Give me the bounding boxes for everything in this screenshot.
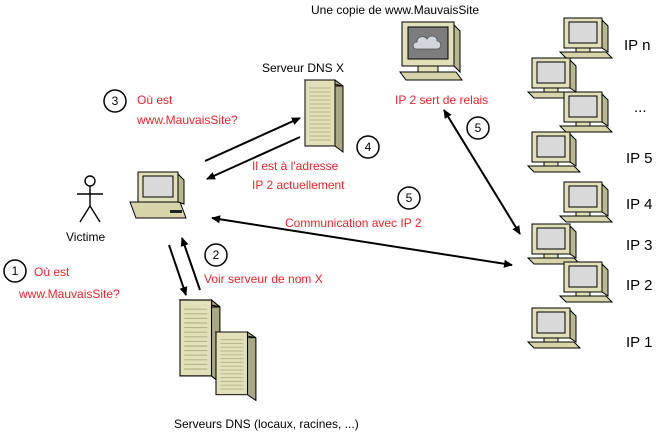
ip-label-4: IP 4: [626, 196, 652, 213]
ip-host: [559, 17, 613, 59]
ip-host: [559, 91, 613, 133]
relay-arrow: [443, 109, 521, 235]
victim-computer: [129, 171, 187, 219]
dns-x-label: Serveur DNS X: [262, 61, 344, 75]
query-arrow-to-dns-x: [204, 117, 301, 162]
relay-label: IP 2 sert de relais: [395, 93, 488, 107]
ip-label-5: IP 5: [626, 150, 652, 167]
step-5-text: Communication avec IP 2: [285, 216, 422, 230]
dns-server-x: [304, 79, 344, 153]
step-3-badge: [103, 89, 127, 113]
step-1-text-line2: www.MauvaisSite?: [18, 287, 120, 301]
step-2-number: 2: [213, 248, 220, 262]
ip-hosts: [527, 17, 613, 349]
ip-host: [527, 307, 581, 349]
step-5-number-relay: 5: [475, 121, 482, 135]
step-2-badge: [204, 243, 228, 267]
communication-arrow: [211, 215, 513, 268]
step-1-badge: [3, 259, 27, 283]
step-1-number: 1: [12, 264, 19, 278]
victim-person-icon: [77, 175, 103, 223]
step-3-text-line2: www.MauvaisSite?: [136, 113, 238, 127]
dns-servers-label: Serveurs DNS (locaux, racines, ...): [174, 417, 359, 431]
ip-label-2: IP 2: [626, 277, 652, 294]
step-5-badge-center: [397, 186, 421, 210]
ip-label-1: IP 1: [626, 334, 652, 351]
ip-label-3: IP 3: [626, 237, 652, 254]
step-4-text-line2: IP 2 actuellement: [252, 178, 345, 192]
step-4-badge: [356, 135, 380, 159]
reply-arrow-from-dns-x: [206, 136, 301, 180]
ip-label-ellipsis: ...: [634, 99, 647, 116]
reply-arrow-from-dns-servers: [180, 237, 201, 291]
query-arrow-to-dns-servers: [168, 244, 188, 296]
step-3-text-line1: Où est: [137, 93, 173, 107]
step-4-text-line1: Il est à l'adresse: [252, 159, 339, 173]
ip-host: [559, 261, 613, 303]
victim-label: Victime: [66, 230, 105, 244]
step-2-text: Voir serveur de nom X: [204, 272, 323, 286]
step-3-number: 3: [112, 94, 119, 108]
step-5-number-center: 5: [406, 191, 413, 205]
dns-servers: [179, 299, 257, 401]
ip-label-n: IP n: [624, 37, 650, 54]
ip-host: [527, 131, 581, 173]
mauvais-site-computer: [399, 21, 463, 81]
step-4-number: 4: [365, 140, 372, 154]
copy-site-label: Une copie de www.MauvaisSite: [311, 3, 479, 17]
ip-host: [527, 223, 581, 265]
step-1-text-line1: Où est: [34, 265, 70, 279]
ip-host: [559, 181, 613, 223]
